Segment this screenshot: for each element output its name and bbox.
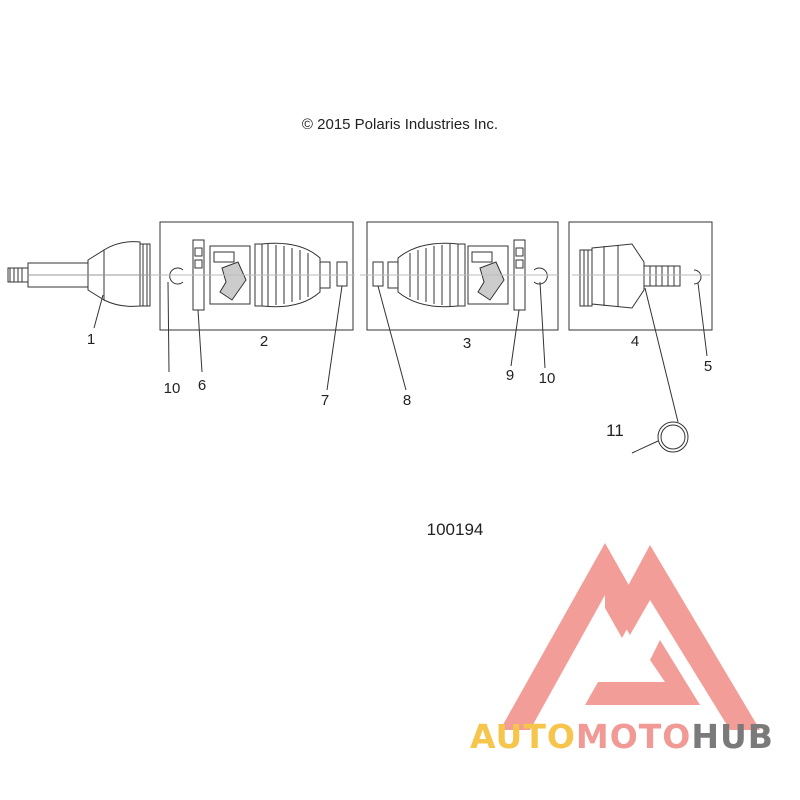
brand-wordmark: AUTOMOTOHUB [470, 717, 774, 756]
inner-cv-joint [579, 243, 681, 309]
automotohub-logo [500, 543, 760, 730]
kit-box-2 [159, 221, 354, 331]
circlip-icon [533, 267, 548, 285]
callout-9: 9 [505, 367, 515, 384]
small-clamp-icon [336, 261, 348, 287]
callout-8: 8 [402, 392, 412, 409]
callout-10-left: 10 [163, 380, 181, 397]
callout-2: 2 [259, 333, 269, 350]
callout-4: 4 [630, 333, 640, 350]
callout-11: 11 [606, 421, 624, 440]
diagram-number: 100194 [426, 520, 484, 539]
circlip-icon [169, 267, 184, 285]
callout-5: 5 [703, 358, 713, 375]
callout-7: 7 [320, 392, 330, 409]
copyright-notice: © 2015 Polaris Industries Inc. [301, 116, 499, 133]
o-ring-icon [657, 421, 689, 453]
callout-10-right: 10 [538, 370, 556, 387]
callout-1: 1 [86, 331, 96, 348]
brand-part-moto: MOTO [575, 717, 692, 756]
outer-cv-joint [7, 241, 151, 307]
callout-6: 6 [197, 377, 207, 394]
retaining-ring-icon [693, 269, 702, 285]
brand-part-auto: AUTO [470, 717, 576, 756]
kit-box-4 [568, 221, 713, 331]
brand-part-hub: HUB [691, 717, 774, 756]
small-clamp-icon [372, 261, 384, 287]
kit-box-3 [366, 221, 559, 331]
callout-3: 3 [462, 335, 472, 352]
